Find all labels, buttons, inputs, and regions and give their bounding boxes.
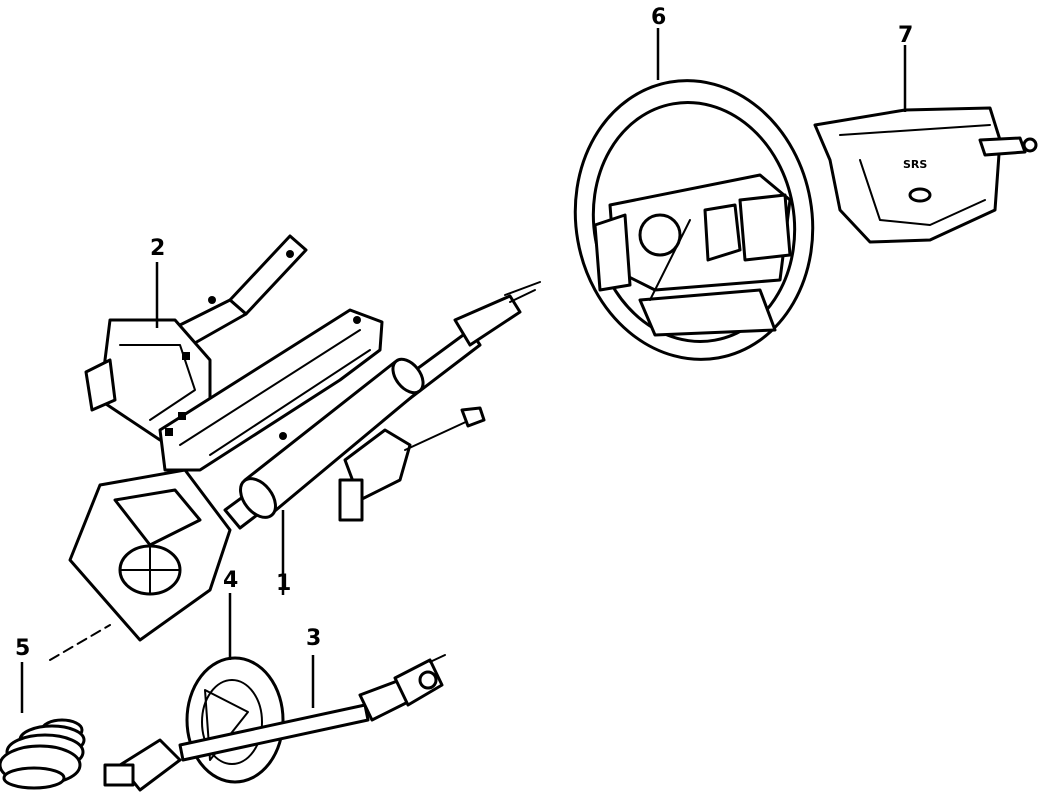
callout-labels: 1 2 3 4 5 6 7 (15, 5, 913, 661)
part-3-intermediate-shaft (103, 654, 446, 792)
callout-5: 5 (15, 636, 30, 661)
part-5-bellows-boot (0, 718, 86, 790)
callout-6: 6 (651, 5, 666, 30)
part-2-mounting-bracket (84, 234, 384, 472)
callout-2: 2 (150, 236, 165, 261)
callout-7: 7 (898, 23, 913, 48)
part-1-steering-column (49, 281, 541, 661)
part-4-dash-seal (185, 656, 285, 784)
part-7-airbag-module: SRS (813, 106, 1038, 244)
callout-4: 4 (223, 568, 238, 593)
part-6-steering-wheel (573, 79, 815, 361)
leader-lines (20, 28, 907, 713)
callout-3: 3 (306, 626, 321, 651)
callout-1: 1 (276, 571, 291, 596)
airbag-label: SRS (903, 158, 927, 171)
